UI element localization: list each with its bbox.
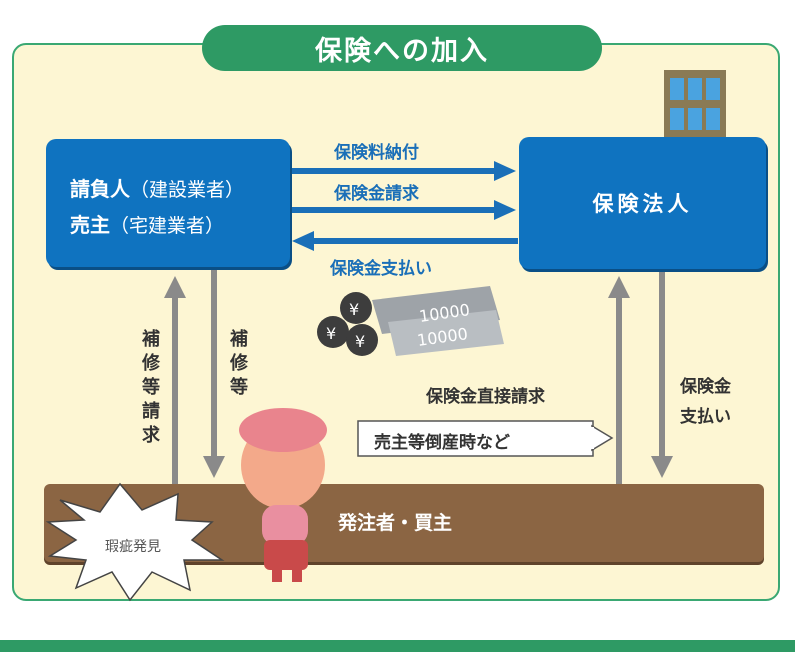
coin-symbol: ¥ <box>349 300 359 319</box>
direct-payout-label-1: 保険金 <box>680 377 731 397</box>
claim-label: 保険金請求 <box>334 184 419 204</box>
repair-label: 補修等 <box>230 329 248 398</box>
direct-claim-arrow-head <box>608 276 630 298</box>
repair-arrow-head <box>203 456 225 478</box>
callout-box <box>357 420 614 457</box>
insurer-box: 保険法人 <box>519 137 766 269</box>
repair-request-label: 補修等請求 <box>142 329 160 446</box>
bottom-bar <box>0 640 795 652</box>
payout-label: 保険金支払い <box>330 259 432 279</box>
payout-arrow-head <box>292 231 314 251</box>
direct-payout-arrow-head <box>651 456 673 478</box>
defect-burst-label: 瑕疵発見 <box>105 539 161 555</box>
callout-text: 売主等倒産時など <box>374 433 510 453</box>
contractor-line-2: 売主（宅建業者） <box>70 213 225 237</box>
buyer-person-icon <box>239 408 327 582</box>
premium-label: 保険料納付 <box>334 143 419 163</box>
contractor-box: 請負人（建設業者） 売主（宅建業者） <box>46 139 290 267</box>
direct-claim-label: 保険金直接請求 <box>426 387 545 407</box>
contractor-line-1: 請負人（建設業者） <box>70 177 245 201</box>
buyer-label: 発注者・買主 <box>338 512 453 534</box>
premium-arrow-head <box>494 161 516 181</box>
diagram-title: 保険への加入 <box>202 25 602 71</box>
repair-request-arrow-head <box>164 276 186 298</box>
money-icon: 10000 10000 ¥ ¥ ¥ <box>317 286 504 356</box>
defect-burst-icon <box>45 482 225 602</box>
svg-text:¥: ¥ <box>326 324 336 343</box>
direct-payout-label-2: 支払い <box>680 407 731 427</box>
claim-arrow-head <box>494 200 516 220</box>
svg-text:¥: ¥ <box>355 332 365 351</box>
